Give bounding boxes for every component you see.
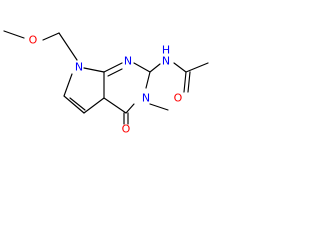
bond-c-o-amide-double: [187, 71, 191, 93]
bond-c-ch3: [185, 62, 209, 73]
atom-n7: N: [75, 61, 83, 74]
molecule-drawing: O N N N H O N O: [3, 30, 209, 136]
atom-labels: O N N N H O N O: [29, 34, 183, 136]
bond-c2-nh: [149, 63, 161, 73]
bond-n7-c8: [63, 73, 73, 97]
bond-c8-c9-double: [69, 97, 86, 111]
bond-n1-c2: [133, 62, 151, 73]
bond-n3-c4: [125, 103, 135, 114]
bond-c2-n3: [145, 71, 151, 89]
bond-c4-c4a: [103, 97, 127, 114]
bond-ch2-n7: [58, 32, 78, 61]
atom-n1: N: [124, 55, 132, 68]
bond-c-o-amide: [183, 71, 187, 93]
bond-c9-c4a: [83, 97, 105, 114]
bond-o-ch2: [42, 32, 60, 41]
bond-c7a-n1-double: [107, 68, 123, 77]
atom-h-amide: H: [162, 44, 170, 57]
bond-c-ch3-o: [3, 30, 25, 39]
bond-c7a-n1: [103, 62, 123, 73]
bond-n3-ch3: [149, 103, 169, 111]
atom-o-methoxy: O: [29, 34, 38, 47]
bond-c7a-n7: [83, 67, 105, 73]
bonds: [3, 30, 209, 125]
atom-n-amide: N: [162, 55, 170, 68]
bond-nh-c: [173, 62, 187, 73]
structure-diagram: O N N N H O N O: [0, 0, 224, 154]
atom-n3: N: [142, 92, 150, 105]
atom-o-keto: O: [122, 123, 131, 136]
bond-c8-c9: [63, 95, 85, 114]
atom-o-amide: O: [174, 92, 183, 105]
